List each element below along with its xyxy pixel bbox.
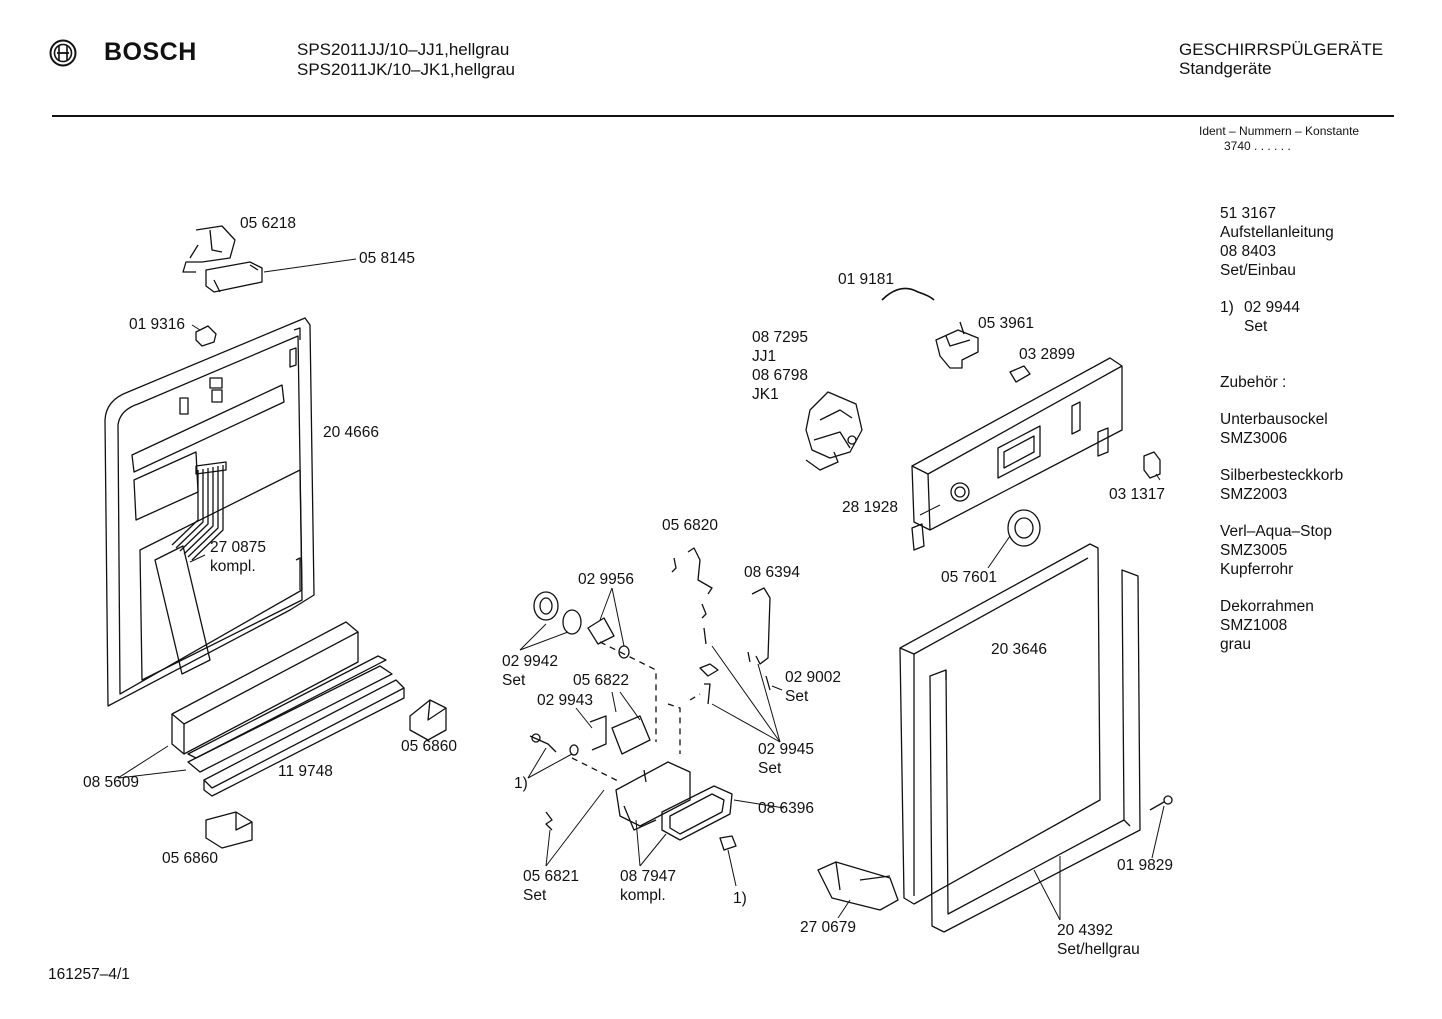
- button-032899-drawing: [1009, 365, 1031, 383]
- accessory-3-extra: Kupferrohr: [1220, 561, 1294, 578]
- part-label-058145: 05 8145: [359, 250, 416, 267]
- footnote-marker-a: 1): [514, 775, 528, 792]
- part-label-056821: 05 6821: [523, 868, 580, 885]
- accessory-1-code: SMZ3006: [1220, 430, 1288, 447]
- knob-057601-drawing: [1007, 509, 1041, 547]
- door-frame-drawing: [929, 569, 1141, 933]
- outer-door-panel-drawing: [899, 543, 1101, 905]
- ident-label: Ident – Nummern – Konstante: [1199, 124, 1360, 138]
- latch-parts-drawing: [671, 547, 771, 705]
- part-label-086798: 08 6798: [752, 367, 809, 384]
- part-label-270875: 27 0875: [210, 539, 267, 556]
- accessory-3-code: SMZ3005: [1220, 542, 1288, 559]
- sidebar-line-3: 08 8403: [1220, 243, 1277, 260]
- part-label-119748: 11 9748: [278, 763, 333, 780]
- part-label-086396: 08 6396: [758, 800, 815, 817]
- sidebar-line-4: Set/Einbau: [1220, 262, 1296, 279]
- clip-019316-drawing: [195, 325, 217, 347]
- part-label-032899: 03 2899: [1019, 346, 1076, 363]
- model-line-2: SPS2011JK/10–JK1,hellgrau: [297, 60, 516, 79]
- part-label-057601: 05 7601: [941, 569, 998, 586]
- part-label-019181: 01 9181: [838, 271, 895, 288]
- part-label-087947: 08 7947: [620, 868, 677, 885]
- part-label-085609: 08 5609: [83, 774, 140, 791]
- sidebar-line-2: Aufstellanleitung: [1220, 224, 1334, 241]
- part-label-029002: 02 9002: [785, 669, 842, 686]
- part-label-056820: 05 6820: [662, 517, 719, 534]
- part-label-203646: 20 3646: [991, 641, 1048, 658]
- sidebar-footnote-note: Set: [1244, 318, 1268, 335]
- part-note-087295: JJ1: [752, 348, 777, 365]
- category-line-1: GESCHIRRSPÜLGERÄTE: [1179, 40, 1384, 59]
- part-note-086798: JK1: [752, 386, 779, 403]
- part-note-204392: Set/hellgrau: [1057, 941, 1140, 958]
- bracket-053961-drawing: [935, 321, 979, 369]
- part-label-029942: 02 9942: [502, 653, 559, 670]
- sensor-wire-drawing: [881, 287, 935, 301]
- part-note-029945: Set: [758, 760, 782, 777]
- part-note-029942: Set: [502, 672, 526, 689]
- part-label-281928: 28 1928: [842, 499, 899, 516]
- gasket-frame-drawing: [661, 785, 733, 841]
- accessory-1-name: Unterbausockel: [1220, 411, 1328, 428]
- dispenser-lid-drawing: [589, 715, 651, 755]
- part-label-029943: 02 9943: [537, 692, 594, 709]
- part-label-087295: 08 7295: [752, 329, 809, 346]
- part-label-204392: 20 4392: [1057, 922, 1114, 939]
- leader-lines-drawing: [117, 258, 1165, 921]
- part-label-019829: 01 9829: [1117, 857, 1174, 874]
- part-label-053961: 05 3961: [978, 315, 1035, 332]
- program-switch-drawing: [805, 391, 863, 471]
- ident-value: 3740 . . . . . .: [1224, 139, 1291, 153]
- screw-019829-drawing: [1149, 795, 1173, 811]
- part-label-270679: 27 0679: [800, 919, 857, 936]
- accessory-4-name: Dekorrahmen: [1220, 598, 1314, 615]
- ribbon-cable-drawing: [171, 461, 227, 561]
- clip-031317-drawing: [1143, 451, 1161, 479]
- header-divider: [52, 115, 1394, 117]
- part-note-087947: kompl.: [620, 887, 666, 904]
- hinge-bracket-drawing: [182, 225, 263, 293]
- part-label-029945: 02 9945: [758, 741, 815, 758]
- sidebar-line-1: 51 3167: [1220, 205, 1277, 222]
- dispenser-housing-drawing: [615, 761, 691, 831]
- accessory-2-name: Silberbesteckkorb: [1220, 467, 1344, 484]
- accessories-title: Zubehör :: [1220, 374, 1287, 391]
- part-label-031317: 03 1317: [1109, 486, 1166, 503]
- door-inner-panel-drawing: [104, 317, 315, 707]
- accessory-4-code: SMZ1008: [1220, 617, 1288, 634]
- model-line-1: SPS2011JJ/10–JJ1,hellgrau: [297, 40, 510, 59]
- sidebar-footnote-part: 02 9944: [1244, 299, 1301, 316]
- bosch-logo-icon: [48, 38, 78, 68]
- part-label-056822: 05 6822: [573, 672, 630, 689]
- control-board-strip-drawing: [154, 545, 211, 675]
- accessory-3-name: Verl–Aqua–Stop: [1220, 523, 1333, 540]
- accessory-2-code: SMZ2003: [1220, 486, 1288, 503]
- part-label-204666: 20 4666: [323, 424, 380, 441]
- part-note-270875: kompl.: [210, 558, 256, 575]
- category-line-2: Standgeräte: [1179, 59, 1272, 78]
- part-label-086394: 08 6394: [744, 564, 801, 581]
- footnote-marker-b: 1): [733, 890, 747, 907]
- document-number: 161257–4/1: [48, 966, 130, 983]
- sidebar-footnote-marker: 1): [1220, 299, 1234, 316]
- spring-parts-drawing: [529, 733, 737, 851]
- part-label-029956: 02 9956: [578, 571, 635, 588]
- part-note-056821: Set: [523, 887, 547, 904]
- part-label-056218: 05 6218: [240, 215, 297, 232]
- part-label-056860-a: 05 6860: [401, 738, 458, 755]
- dashed-guides-drawing: [571, 641, 701, 783]
- dispenser-parts-drawing: [533, 591, 630, 659]
- brand-name: BOSCH: [104, 38, 197, 66]
- end-caps-drawing: [205, 699, 447, 849]
- part-label-019316: 01 9316: [129, 316, 186, 333]
- accessory-4-extra: grau: [1220, 636, 1252, 653]
- control-panel-fascia-drawing: [911, 357, 1123, 551]
- bottom-hinge-drawing: [817, 861, 899, 911]
- part-note-029002: Set: [785, 688, 809, 705]
- trim-bars-drawing: [171, 621, 405, 797]
- part-label-056860-b: 05 6860: [162, 850, 219, 867]
